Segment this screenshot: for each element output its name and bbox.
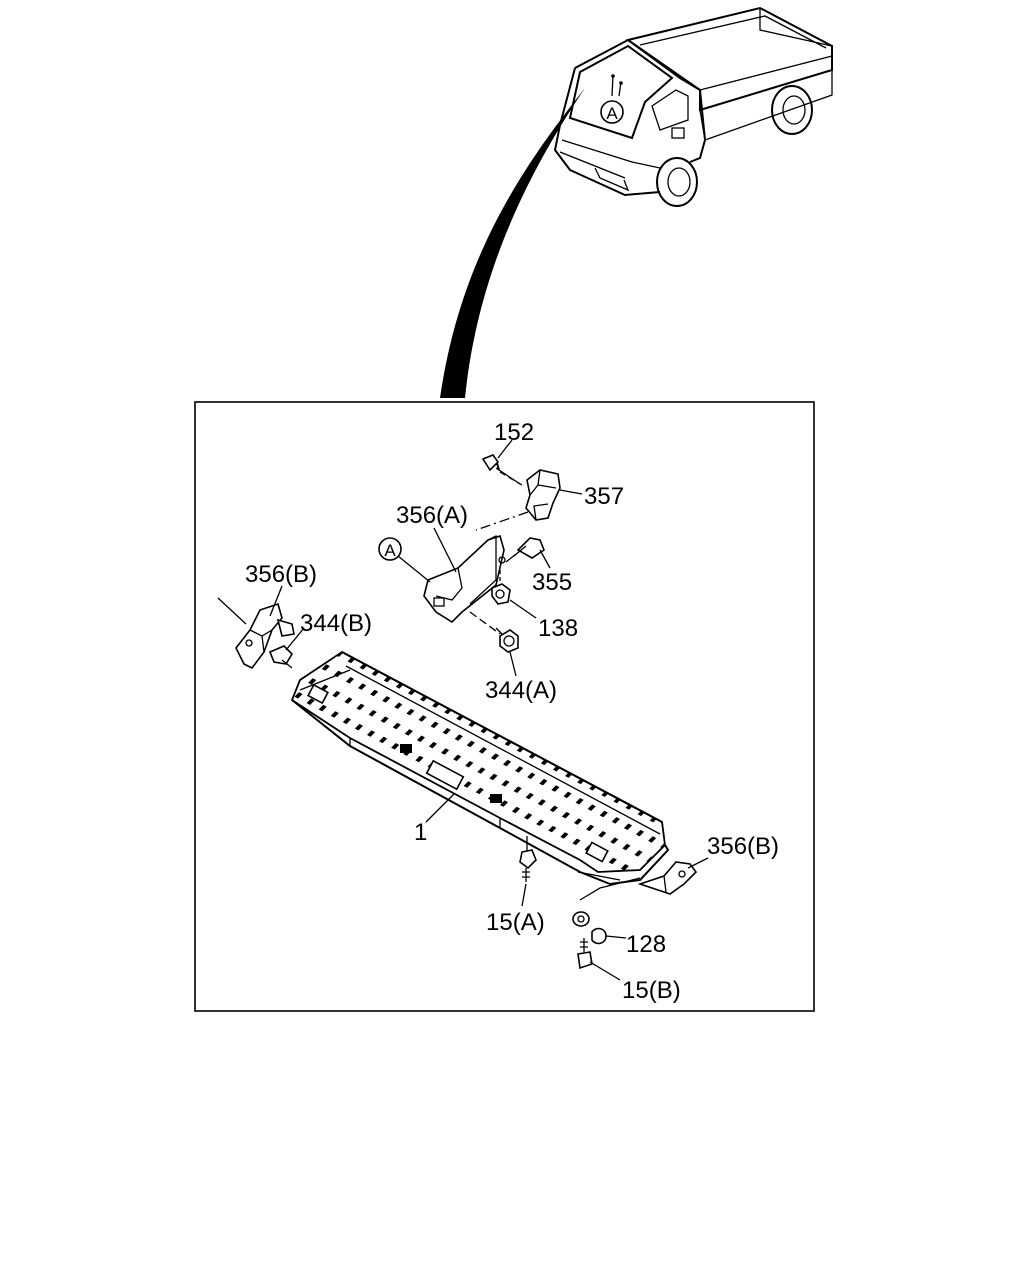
detail-frame: [194, 401, 815, 1012]
perforated-panel: [290, 650, 670, 886]
callout-138: 138: [538, 615, 578, 642]
leader-lines: [269, 439, 709, 981]
callout-labels: 152 357 356(A) A 355 138 356(B) 344(B) 3…: [245, 419, 779, 1004]
callout-356b-right: 356(B): [707, 833, 779, 860]
callout-view-a: A: [384, 541, 396, 560]
callout-128: 128: [626, 931, 666, 958]
truck-illustration: A: [553, 6, 833, 207]
view-marker-detail-circle: [378, 537, 402, 561]
lower-fasteners: [519, 836, 698, 970]
callout-1: 1: [414, 819, 427, 846]
callout-357: 357: [584, 483, 624, 510]
left-bracket-assembly: [217, 597, 295, 670]
callout-356a: 356(A): [396, 502, 468, 529]
callout-15b: 15(B): [622, 977, 681, 1004]
callout-15a: 15(A): [486, 909, 545, 936]
bracket-assembly: [423, 454, 561, 653]
panel-body: [290, 650, 666, 873]
zoom-connector: [440, 88, 585, 398]
callout-344b: 344(B): [300, 610, 372, 637]
callout-356b-left: 356(B): [245, 561, 317, 588]
callout-344a: 344(A): [485, 677, 557, 704]
callout-152: 152: [494, 419, 534, 446]
view-marker-label: A: [606, 104, 618, 123]
view-marker-circle: [600, 100, 624, 124]
callout-355: 355: [532, 569, 572, 596]
